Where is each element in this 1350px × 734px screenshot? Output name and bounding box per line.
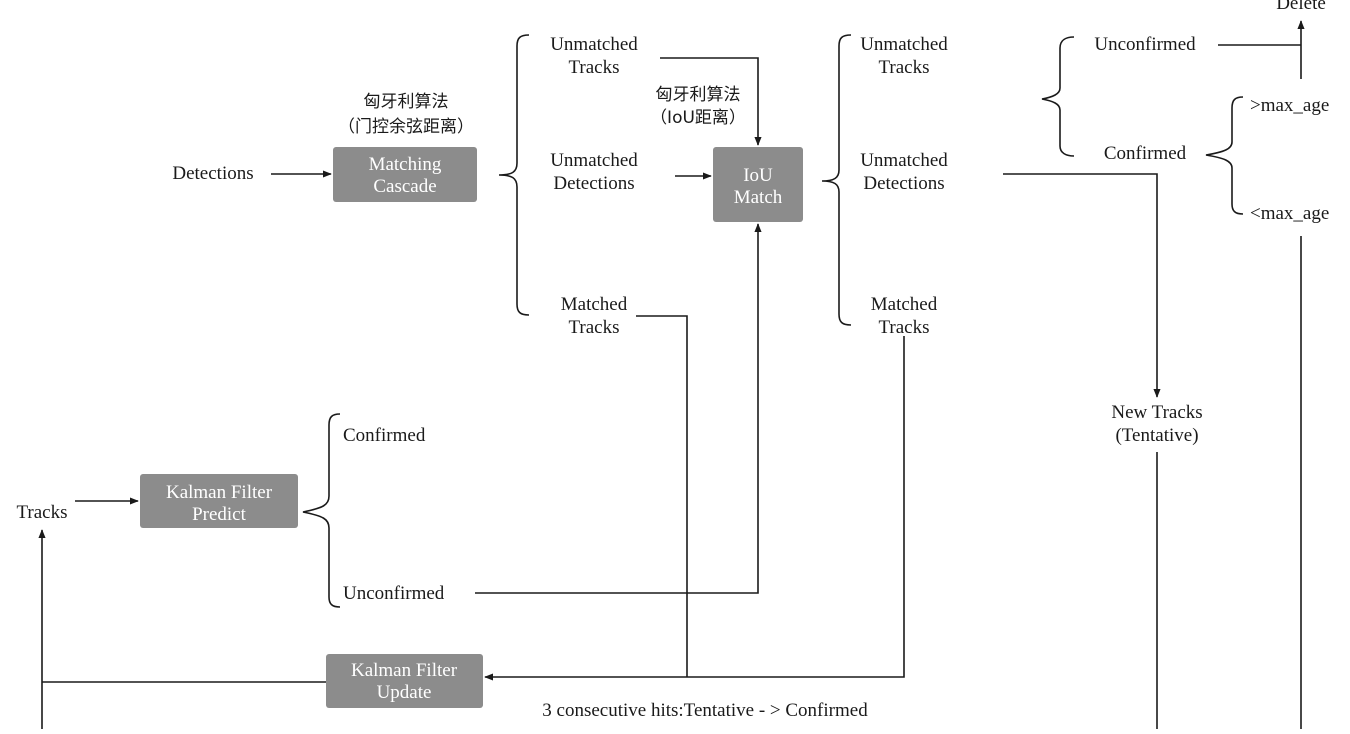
- unconfirmed-to-iou-arrow: [475, 223, 762, 594]
- cascade-unmatched-detections-1: Unmatched: [550, 150, 638, 171]
- kalman-predict-label-1: Kalman Filter: [166, 482, 273, 503]
- cascade-matched-tracks-2: Tracks: [568, 317, 619, 338]
- predict-output-brace: [302, 413, 341, 608]
- iou-match-label-1: IoU: [743, 165, 773, 186]
- iou-method-label-1: 匈牙利算法: [656, 85, 741, 105]
- unmatched-detections-to-new-tracks-arrow: [1003, 173, 1161, 398]
- iou-match-box: IoU Match: [713, 147, 803, 222]
- kalman-update-label-1: Kalman Filter: [351, 660, 458, 681]
- iou-unmatched-detections-1: Unmatched: [860, 150, 948, 171]
- cascade-unmatched-tracks-1: Unmatched: [550, 34, 638, 55]
- state-unconfirmed-label: Unconfirmed: [1094, 34, 1196, 55]
- kalman-update-box: Kalman Filter Update: [326, 654, 483, 708]
- cascade-matched-tracks-1: Matched: [561, 294, 628, 315]
- iou-matched-tracks-1: Matched: [871, 294, 938, 315]
- update-to-tracks-arrow: [42, 530, 326, 729]
- cascade-method-label-1: 匈牙利算法: [364, 92, 449, 112]
- state-confirmed-label: Confirmed: [1104, 143, 1187, 164]
- kalman-update-label-2: Update: [377, 682, 432, 703]
- cascade-unmatched-tracks-2: Tracks: [568, 57, 619, 78]
- matched-to-update-arrow: [485, 315, 905, 677]
- track-state-brace: [1041, 36, 1075, 157]
- cascade-unmatched-tracks-to-iou-arrow: [660, 57, 762, 146]
- gt-max-age-label: >max_age: [1250, 95, 1329, 116]
- lt-max-age-label: <max_age: [1250, 203, 1329, 224]
- iou-matched-tracks-2: Tracks: [878, 317, 929, 338]
- predict-confirmed-label: Confirmed: [343, 425, 426, 446]
- matching-cascade-label-2: Cascade: [373, 176, 436, 197]
- detections-label: Detections: [172, 163, 253, 184]
- new-tracks-label-2: (Tentative): [1115, 425, 1198, 446]
- iou-output-brace: [821, 34, 852, 326]
- delete-label: Delete: [1276, 0, 1326, 14]
- iou-match-label-2: Match: [734, 187, 783, 208]
- new-tracks-label-1: New Tracks: [1111, 402, 1202, 423]
- confirm-rule-label: 3 consecutive hits:Tentative - > Confirm…: [542, 700, 868, 721]
- cascade-method-label-2: （门控余弦距离）: [338, 117, 474, 137]
- iou-unmatched-tracks-2: Tracks: [878, 57, 929, 78]
- max-age-brace: [1205, 96, 1244, 215]
- kalman-predict-box: Kalman Filter Predict: [140, 474, 298, 528]
- matching-cascade-label-1: Matching: [369, 154, 442, 175]
- cascade-unmatched-detections-2: Detections: [553, 173, 634, 194]
- predict-unconfirmed-label: Unconfirmed: [343, 583, 445, 604]
- matching-cascade-box: Matching Cascade: [333, 147, 477, 202]
- tracks-label: Tracks: [16, 502, 67, 523]
- unconfirmed-to-delete-arrow: [1218, 21, 1301, 79]
- kalman-predict-label-2: Predict: [192, 504, 247, 525]
- iou-method-label-2: （IoU距离）: [650, 108, 746, 128]
- cascade-output-brace: [498, 34, 530, 316]
- iou-unmatched-detections-2: Detections: [863, 173, 944, 194]
- iou-unmatched-tracks-1: Unmatched: [860, 34, 948, 55]
